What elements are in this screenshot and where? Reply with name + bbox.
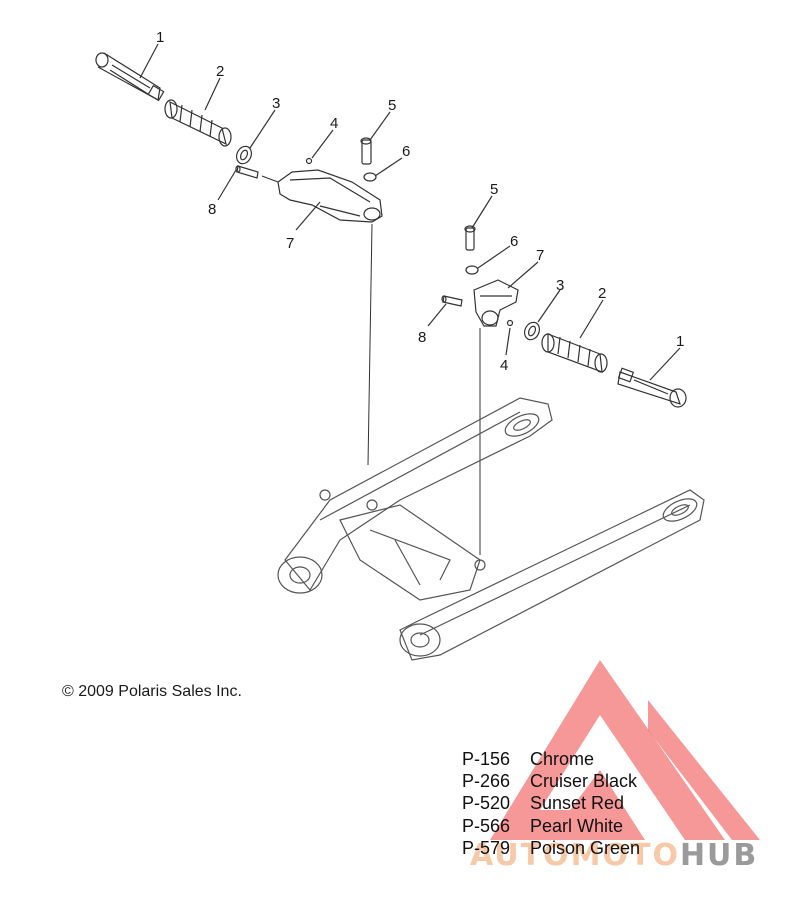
callout-right-2: 2 [598, 285, 606, 302]
color-row: P-266 Cruiser Black [462, 770, 640, 792]
color-row: P-566 Pearl White [462, 815, 640, 837]
footrest-bracket-left [277, 169, 383, 223]
color-row: P-520 Sunset Red [462, 792, 640, 814]
color-code: P-579 [462, 837, 511, 858]
watermark-text-part1: AUTOMOTO [470, 838, 680, 873]
footpeg-pin-right [617, 367, 687, 408]
callout-left-5: 5 [388, 97, 396, 114]
washer-right [524, 321, 540, 341]
callout-left-1: 1 [156, 29, 164, 46]
lockwasher-left [363, 172, 377, 182]
watermark-text-part2: HUB [679, 838, 759, 873]
callout-numbers: 1 2 3 4 5 6 7 8 1 2 3 4 5 6 7 8 [156, 29, 684, 374]
color-name: Sunset Red [530, 793, 625, 814]
callout-left-7: 7 [286, 235, 294, 252]
cotter-left [305, 157, 313, 165]
callout-right-8: 8 [418, 329, 426, 346]
watermark-text: AUTOMOTOHUB [470, 838, 758, 873]
callout-right-1: 1 [676, 333, 684, 350]
callout-right-3: 3 [556, 277, 564, 294]
color-name: Chrome [530, 749, 595, 769]
color-code: P-266 [462, 771, 511, 792]
rubber-grip-left [164, 99, 232, 147]
clevis-pin-right [441, 295, 463, 307]
watermark-logo [490, 660, 760, 840]
bolt-right [464, 225, 476, 251]
rubber-grip-right [541, 333, 608, 373]
color-name: Pearl White [530, 815, 624, 836]
callout-left-6: 6 [402, 143, 410, 160]
clevis-pin-left [235, 165, 259, 179]
color-code-list: P-156 Chrome P-266 Cruiser Black P-520 Suns… [462, 748, 640, 859]
color-code: P-566 [462, 815, 511, 836]
callout-left-8: 8 [208, 201, 216, 218]
color-name: Poison Green [530, 837, 641, 858]
bolt-left [360, 137, 372, 165]
callout-right-7: 7 [536, 247, 544, 264]
footpeg-pin-left [95, 52, 165, 102]
cotter-right [506, 319, 514, 327]
footrest-bracket-right [473, 279, 519, 327]
callout-left-4: 4 [330, 115, 338, 132]
color-code: P-156 [462, 749, 511, 769]
color-code: P-520 [462, 793, 511, 814]
lockwasher-right [465, 265, 479, 275]
callout-left-3: 3 [272, 95, 280, 112]
washer-left [236, 145, 252, 165]
callout-right-5: 5 [490, 181, 498, 198]
callout-right-4: 4 [500, 357, 508, 374]
color-name: Cruiser Black [530, 771, 638, 792]
copyright-notice: © 2009 Polaris Sales Inc. [62, 683, 242, 700]
color-row: P-156 Chrome [462, 748, 640, 770]
callout-left-2: 2 [216, 63, 224, 80]
swingarm [277, 397, 705, 661]
callout-right-6: 6 [510, 233, 518, 250]
color-row: P-579 Poison Green [462, 837, 640, 859]
